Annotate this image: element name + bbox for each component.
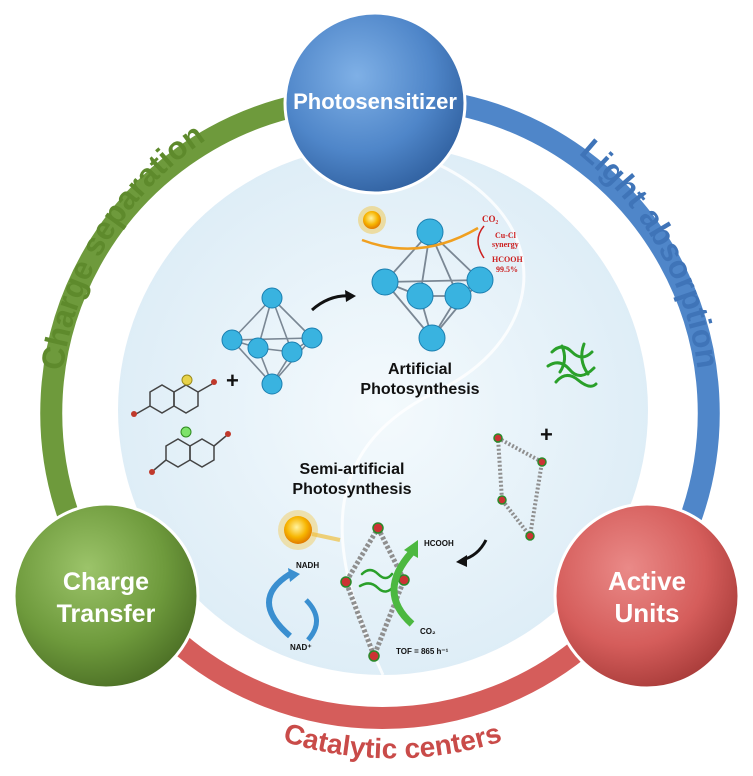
cucl-label-2: synergy: [492, 240, 519, 249]
semi-title-1: Semi-artificial: [300, 461, 405, 478]
photosensitizer-label: Photosensitizer: [293, 89, 457, 114]
nadh-cycle-arrow: [266, 571, 292, 639]
nad-return-arrow: [304, 598, 319, 642]
nadh-cycle-arrow-head: [288, 568, 300, 582]
co2-top-label: CO₂: [482, 214, 499, 224]
artificial-title-2: Photosynthesis: [360, 381, 479, 398]
enzyme-protein-icon: [546, 342, 598, 388]
cucl-label-1: Cu-Cl: [495, 231, 517, 240]
charge-transfer-node: Charge Transfer: [12, 502, 200, 690]
metal-atom: [180, 426, 192, 438]
nadh-label: NADH: [296, 561, 319, 570]
inner-disc: [118, 145, 648, 675]
hcooh-top-label: HCOOH: [492, 255, 523, 264]
mof-nodes-small: [221, 287, 323, 395]
light-arc-orange: [361, 226, 479, 250]
hcooh-bottom-label: HCOOH: [424, 539, 454, 548]
active-units-label-1: Active: [608, 566, 686, 596]
assembly-nodes: [340, 522, 410, 662]
yield-label: 99.5%: [496, 265, 518, 274]
sun-icon-top: [358, 206, 386, 234]
arc-red: [164, 629, 601, 729]
linker-molecule-2: [153, 435, 227, 471]
framework-nodes: [493, 433, 547, 541]
co2-conversion-arrow-head: [404, 540, 418, 558]
charge-transfer-label-1: Charge: [63, 568, 149, 596]
arrow-to-mof-head: [345, 290, 356, 302]
reaction-curve-arrow: [477, 225, 485, 259]
plus-sign-1: +: [226, 368, 239, 393]
artificial-title-1: Artificial: [388, 361, 452, 378]
linker-molecule-1: [135, 383, 213, 415]
assembly-enzyme-icon: [358, 568, 396, 593]
arrow-to-assembly-head: [456, 555, 467, 567]
co2-conversion-arrow: [390, 549, 415, 627]
co2-bottom-label: CO₂: [420, 627, 436, 636]
active-units-label-2: Units: [615, 598, 680, 628]
tof-label: TOF = 865 h⁻¹: [396, 647, 449, 656]
charge-transfer-label-2: Transfer: [57, 600, 156, 628]
plus-sign-2: +: [540, 422, 553, 447]
sulfur-atom: [181, 374, 193, 386]
photosensitizer-node: Photosensitizer: [283, 11, 467, 195]
sun-icon-bottom: [278, 510, 318, 550]
arc-green: [40, 94, 311, 531]
yin-yang-divider: [340, 143, 526, 676]
arc-blue: [449, 94, 720, 531]
active-units-node: Active Units: [553, 502, 741, 690]
semi-title-2: Photosynthesis: [292, 481, 411, 498]
nad-label: NAD⁺: [290, 643, 312, 652]
mof-nodes-large: [371, 218, 494, 352]
sun-ray: [311, 532, 341, 542]
